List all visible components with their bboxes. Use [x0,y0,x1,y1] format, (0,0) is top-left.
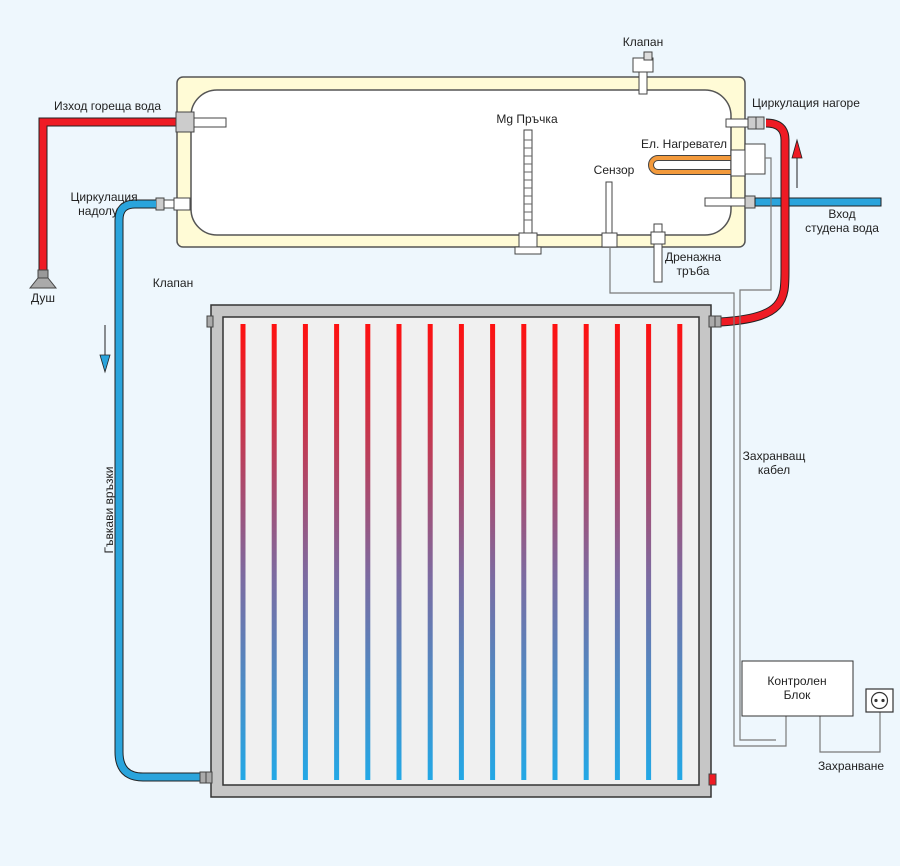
collector-tube [646,324,652,780]
label-control-unit-1: Контролен [767,674,826,688]
collector-tube [552,324,558,780]
label-circulation-down-2: надолу [78,204,118,218]
electric-heater-icon [648,143,766,177]
circulation-down-pipe [114,199,200,782]
collector-tube [334,324,340,780]
label-drain-pipe-1: Дренажна [665,250,721,264]
collector-tube [490,324,496,780]
collector-tube [271,324,277,780]
arrow-down-icon [99,325,111,374]
top-valve-icon [632,51,654,95]
label-valve-top: Клапан [623,35,663,49]
label-flexible-connections: Гъвкави връзки [102,467,116,554]
collector-tube [458,324,464,780]
power-socket-icon [865,688,894,713]
label-cold-water-in-1: Вход [828,207,855,221]
collector-tube [427,324,433,780]
shower-head-icon [28,269,58,289]
cables [609,157,881,753]
hot-water-out-pipe [38,117,176,280]
label-power-supply: Захранване [818,759,884,773]
collector-tube [302,324,308,780]
collector-tube [614,324,620,780]
collector-tube [365,324,371,780]
cold-water-in-pipe [754,197,882,207]
label-valve-left: Клапан [153,276,193,290]
control-unit [741,660,854,717]
label-mg-rod: Mg Пръчка [496,112,558,126]
label-power-cable-2: кабел [758,463,790,477]
label-el-heater: Ел. Нагревател [641,137,727,151]
collector-tubes [240,324,683,780]
circulation-up-pipe [719,118,790,327]
label-drain-pipe-2: тръба [677,264,710,278]
label-control-unit-2: Блок [784,688,812,702]
arrow-up-icon [791,138,803,188]
collector-tube [240,324,246,780]
water-tank [176,76,746,248]
solar-collector-panel [210,304,712,798]
mg-rod-icon [514,129,542,255]
collector-tube [521,324,527,780]
label-shower: Душ [31,291,55,305]
circulation-down-fitting-icon [155,197,191,211]
collector-fittings-icon [199,315,722,786]
drain-pipe-icon [650,223,666,283]
collector-tube [583,324,589,780]
label-power-cable-1: Захранващ [743,449,806,463]
cold-in-fitting-icon [704,195,756,209]
circulation-up-fitting-icon [725,116,765,130]
label-circulation-up: Циркулация нагоре [752,96,860,110]
label-cold-water-in-2: студена вода [805,221,879,235]
label-hot-water-out: Изход гореща вода [54,99,161,113]
collector-tube [677,324,683,780]
hot-out-fitting-icon [175,111,227,133]
label-circulation-down-1: Циркулация [70,190,137,204]
label-sensor: Сензор [594,163,635,177]
collector-tube [396,324,402,780]
